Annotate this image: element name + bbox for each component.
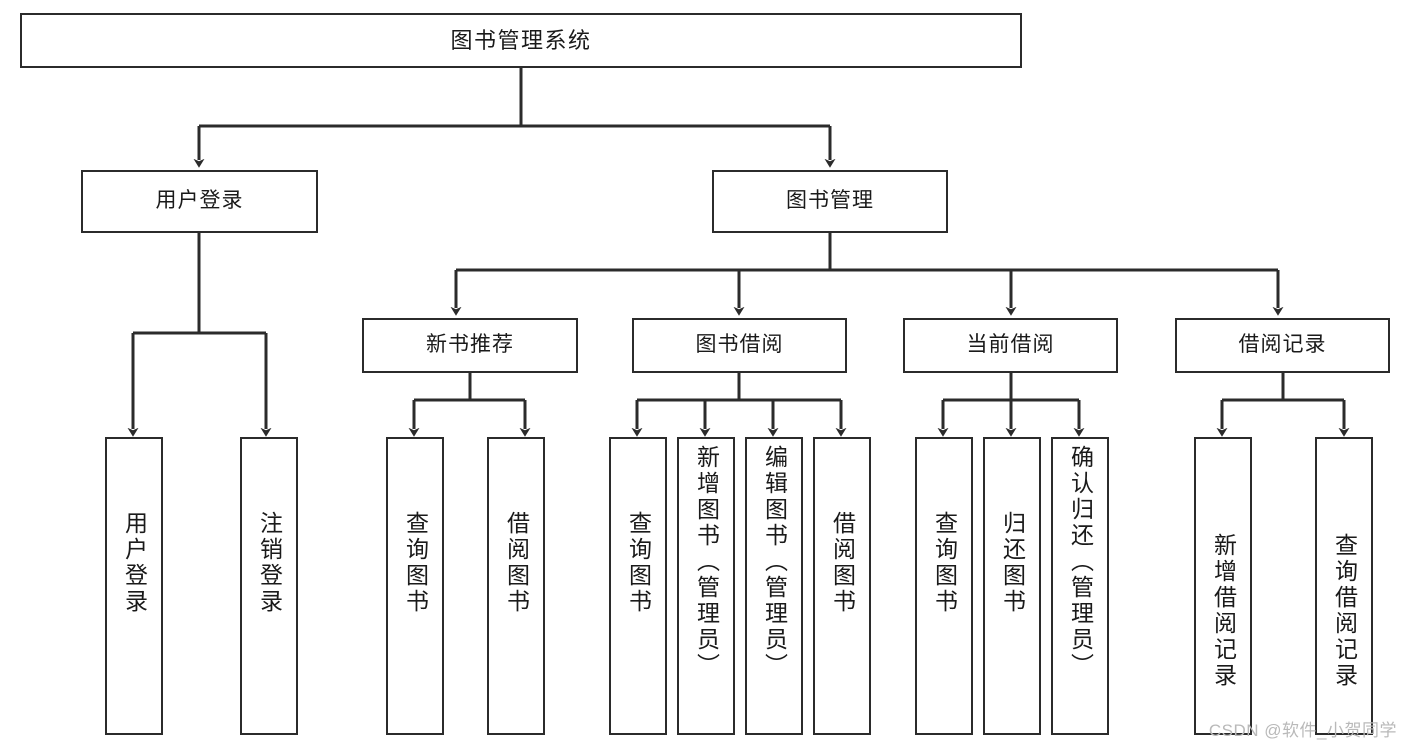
node-current-borrowing[interactable]: 当前借阅	[903, 318, 1118, 373]
leaf-query-book-1[interactable]: 查询图书	[386, 437, 444, 735]
node-label: 借阅图书	[503, 511, 530, 615]
node-label: 借阅记录	[1238, 333, 1327, 357]
leaf-borrow-book-1[interactable]: 借阅图书	[487, 437, 545, 735]
node-label: 新书推荐	[426, 333, 514, 357]
leaf-add-borrow-record[interactable]: 新增借阅记录	[1194, 437, 1252, 735]
node-root-system[interactable]: 图书管理系统	[20, 13, 1022, 68]
leaf-borrow-book-2[interactable]: 借阅图书	[813, 437, 871, 735]
node-label: 图书借阅	[695, 333, 784, 357]
node-label: 图书管理	[786, 189, 874, 213]
leaf-query-book-3[interactable]: 查询图书	[915, 437, 973, 735]
node-new-book-recommendation[interactable]: 新书推荐	[362, 318, 578, 373]
node-label: 查询图书	[931, 511, 958, 615]
leaf-edit-book-admin[interactable]: 编辑图书（管理员）	[745, 437, 803, 735]
node-user-login[interactable]: 用户登录	[81, 170, 318, 233]
node-label: 注销登录	[256, 511, 283, 615]
node-label: 确认归还（管理员）	[1067, 445, 1094, 679]
leaf-user-login[interactable]: 用户登录	[105, 437, 163, 735]
node-label: 查询借阅记录	[1331, 533, 1358, 689]
node-label: 用户登录	[155, 189, 244, 213]
node-label: 查询图书	[625, 511, 652, 615]
node-label: 编辑图书（管理员）	[761, 445, 788, 679]
node-label: 用户登录	[121, 511, 148, 615]
node-label: 图书管理系统	[450, 27, 592, 53]
node-label: 当前借阅	[966, 333, 1055, 357]
leaf-logout[interactable]: 注销登录	[240, 437, 298, 735]
leaf-return-book[interactable]: 归还图书	[983, 437, 1041, 735]
leaf-confirm-return-admin[interactable]: 确认归还（管理员）	[1051, 437, 1109, 735]
node-label: 归还图书	[999, 511, 1026, 615]
leaf-query-book-2[interactable]: 查询图书	[609, 437, 667, 735]
node-label: 新增借阅记录	[1210, 533, 1237, 689]
node-label: 新增图书（管理员）	[693, 445, 720, 679]
leaf-add-book-admin[interactable]: 新增图书（管理员）	[677, 437, 735, 735]
watermark: CSDN @软件_小贺同学	[1208, 721, 1397, 740]
node-book-borrowing[interactable]: 图书借阅	[632, 318, 847, 373]
node-label: 查询图书	[402, 511, 429, 615]
node-label: 借阅图书	[829, 511, 856, 615]
leaf-query-borrow-record[interactable]: 查询借阅记录	[1315, 437, 1373, 735]
node-borrow-records[interactable]: 借阅记录	[1175, 318, 1390, 373]
node-book-management[interactable]: 图书管理	[712, 170, 948, 233]
